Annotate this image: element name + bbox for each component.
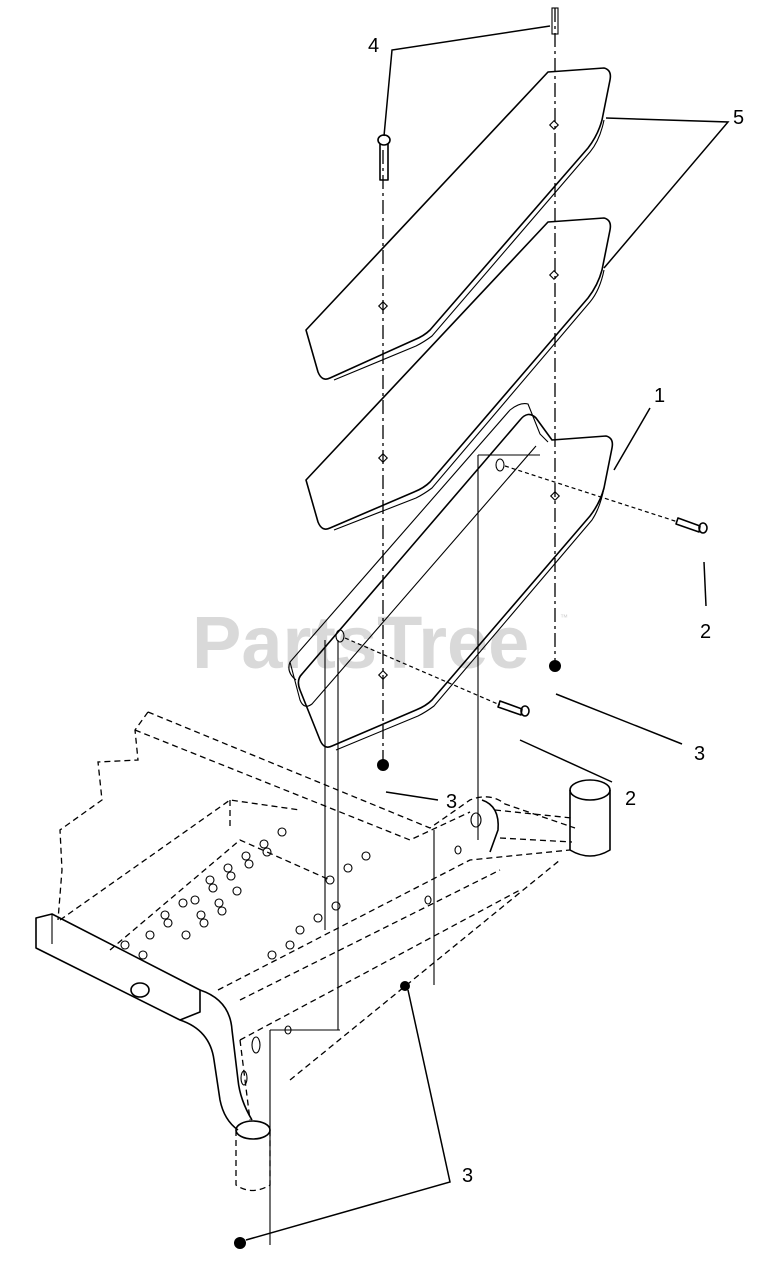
frame-slot-a [251, 1036, 261, 1054]
nut-right-rod [549, 660, 561, 672]
watermark-trademark: ™ [560, 613, 568, 622]
plate-middle-hole-left [377, 452, 389, 464]
frame-slot-b [240, 1070, 248, 1086]
frame-column-right-top [569, 779, 611, 801]
plate-middle [305, 217, 612, 530]
bracket-hole-upper [495, 458, 505, 472]
callout-2b: 2 [625, 788, 636, 810]
frame-hole-c [284, 1025, 292, 1035]
callout-5: 5 [733, 107, 744, 129]
leader-3a [555, 693, 683, 745]
callout-4: 4 [368, 35, 379, 57]
leader-3b [385, 791, 439, 801]
frame-assembly [35, 711, 611, 1192]
rod-top-end [551, 7, 559, 35]
plate-upper-hole-left [377, 300, 389, 312]
leader-2b [519, 739, 613, 783]
bolt-lower [344, 637, 530, 717]
plate-upper [305, 67, 612, 380]
leader-1 [613, 407, 651, 471]
plate-upper-hole-right [548, 119, 560, 131]
bolt-upper [504, 465, 708, 534]
leader-4 [383, 25, 551, 137]
plate-bracket [297, 413, 614, 748]
frame-hole-e [424, 895, 432, 905]
callout-1: 1 [654, 385, 665, 407]
nut-left-rod [377, 759, 389, 771]
frame-arm-hole [470, 812, 482, 828]
clevis-pin [377, 134, 391, 181]
leader-2a [703, 561, 707, 607]
callout-3c: 3 [462, 1165, 473, 1187]
plate-middle-hole-right [548, 269, 560, 281]
bracket-hole-lower [335, 629, 345, 643]
watermark-text: PartsTree [192, 601, 529, 684]
deck-holes [120, 827, 371, 960]
frame-column-bottom-top [235, 1120, 271, 1140]
callout-2a: 2 [700, 621, 711, 643]
leader-5 [603, 117, 730, 269]
frame-hole-d [454, 845, 462, 855]
callout-3b: 3 [446, 791, 457, 813]
frame-pivot-boss [130, 982, 150, 998]
plate-bracket-hole-right [549, 490, 561, 502]
leader-3c [245, 989, 451, 1241]
callout-3a: 3 [694, 743, 705, 765]
nut-frame-bottom [234, 1237, 246, 1249]
plate-bracket-hole-left [377, 669, 389, 681]
